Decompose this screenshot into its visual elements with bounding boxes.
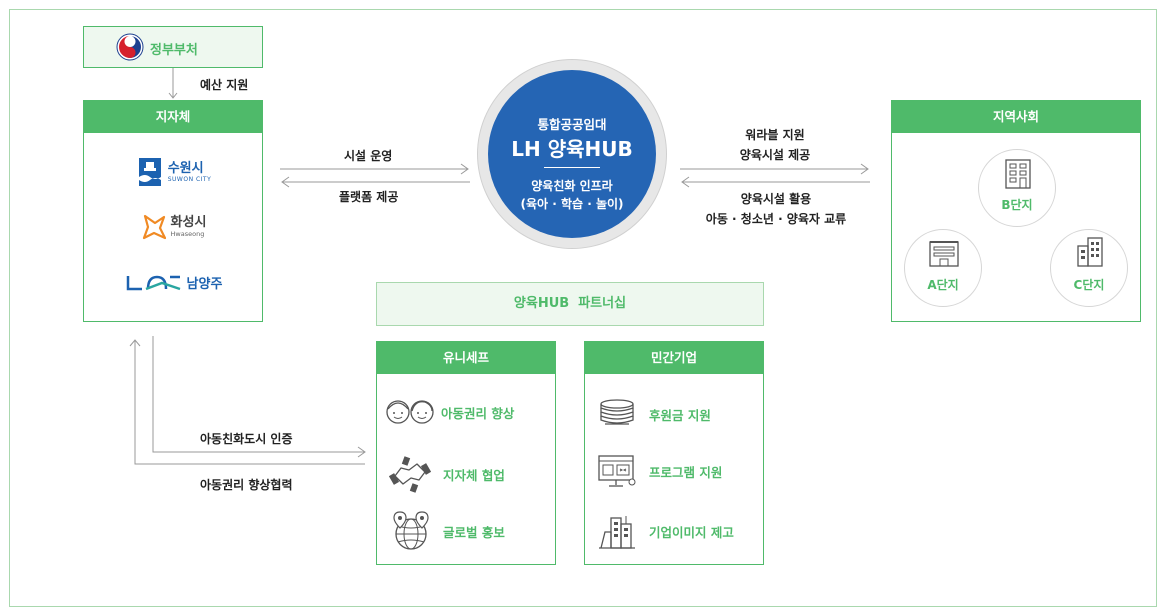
bottom-label-cert: 아동친화도시 인증 [200,432,293,446]
local-gov-box: 지자체 수원시 SUWON CITY 화성시 Hwaseong 남양주 [83,100,263,322]
diagram-frame [9,9,1157,607]
namyangju-logo-icon [126,275,180,290]
left-arrow-bottom-label: 플랫폼 제공 [339,190,399,204]
monitor-program-icon [598,455,636,487]
suwon-logo-icon [138,158,161,186]
unicef-box: 유니세프 아동권리 향상 지자체 협업 [376,341,556,565]
company-title: 민간기업 [585,342,763,374]
city-suwon-name: 수원시 [167,160,204,176]
right-arrow-top-labels: 워라블 지원 양육시설 제공 [690,126,860,163]
gov-label: 정부부처 [150,43,198,58]
company-item-program: 프로그램 지원 [597,452,722,490]
right-arrow-bottom-label1: 양육시설 활용 [740,192,812,206]
city-namyangju: 남양주 [84,273,264,292]
right-arrow-top-label1: 워라블 지원 [745,128,805,142]
bottom-label-rights: 아동권리 향상협력 [200,478,293,492]
children-faces-icon [386,400,434,424]
right-arrow-bottom-label2: 아동 · 청소년 · 양육자 교류 [705,212,847,226]
apartment-b-icon [1005,159,1031,189]
hub-line1: 통합공공임대 [537,117,607,132]
taegeuk-emblem-icon [116,33,144,61]
complex-c-label: C단지 [1073,278,1105,292]
community-box: 지역사회 B단지 A단지 C단지 [891,100,1141,322]
complex-b-label: B단지 [1001,198,1033,212]
apartment-c-icon [1077,237,1103,267]
local-gov-title: 지자체 [84,101,262,133]
unicef-item-collab-label: 지자체 협업 [443,467,505,483]
unicef-item-rights: 아동권리 향상 [385,397,514,427]
budget-arrow [168,68,178,99]
partnership-bar: 양육HUB 파트너십 [376,282,764,326]
gov-box: 정부부처 [83,26,263,68]
right-arrow-top-label2: 양육시설 제공 [739,148,811,162]
city-hwaseong-sub: Hwaseong [170,230,205,239]
unicef-item-collab: 지자체 협업 [389,454,505,494]
hub-line2: LH 양육HUB [511,137,633,161]
hwaseong-logo-icon [142,214,166,240]
arrow-left-hub [681,176,870,188]
complex-a-label: A단지 [927,278,959,292]
unicef-title: 유니세프 [377,342,555,374]
company-box: 민간기업 후원금 지원 프로그램 지원 [584,341,764,565]
partnership-title: 양육HUB 파트너십 [513,296,627,311]
complex-a: A단지 [904,229,982,307]
hub-divider [544,167,600,168]
right-arrow-bottom-labels: 양육시설 활용 아동 · 청소년 · 양육자 교류 [668,190,884,227]
hub-line3: 양육친화 인프라 [531,179,613,193]
hub-line4: (육아 · 학습 · 놀이) [520,197,624,211]
unicef-item-rights-label: 아동권리 향상 [441,405,515,421]
arrow-right-operation [280,163,469,175]
city-namyangju-name: 남양주 [186,277,223,292]
buildings-icon [599,516,635,549]
arrow-left-platform [281,176,470,188]
company-item-image-label: 기업이미지 제고 [649,524,734,540]
unicef-item-global: 글로벌 홍보 [391,510,505,552]
complex-b: B단지 [978,149,1056,227]
city-suwon-sub: SUWON CITY [167,175,212,183]
city-hwaseong-name: 화성시 [170,215,207,231]
unicef-item-global-label: 글로벌 홍보 [443,524,505,540]
company-item-donation: 후원금 지원 [597,398,711,430]
company-item-image: 기업이미지 제고 [597,512,734,550]
company-item-donation-label: 후원금 지원 [649,407,711,423]
complex-c: C단지 [1050,229,1128,307]
arrow-right-community [680,163,869,175]
hub-circle: 통합공공임대 LH 양육HUB 양육친화 인프라 (육아 · 학습 · 놀이) [488,70,656,238]
coins-icon [600,399,634,425]
hub-outer-ring: 통합공공임대 LH 양육HUB 양육친화 인프라 (육아 · 학습 · 놀이) [478,60,666,248]
budget-label: 예산 지원 [200,78,249,92]
community-title: 지역사회 [892,101,1140,133]
left-arrow-top-label: 시설 운영 [344,149,393,163]
apartment-a-icon [929,241,959,267]
company-item-program-label: 프로그램 지원 [649,464,723,480]
bottom-arrows [129,336,366,465]
handshake-icon [389,456,431,493]
city-suwon: 수원시 SUWON CITY [84,158,264,186]
city-hwaseong: 화성시 Hwaseong [84,214,264,240]
globe-pin-icon [393,511,429,550]
